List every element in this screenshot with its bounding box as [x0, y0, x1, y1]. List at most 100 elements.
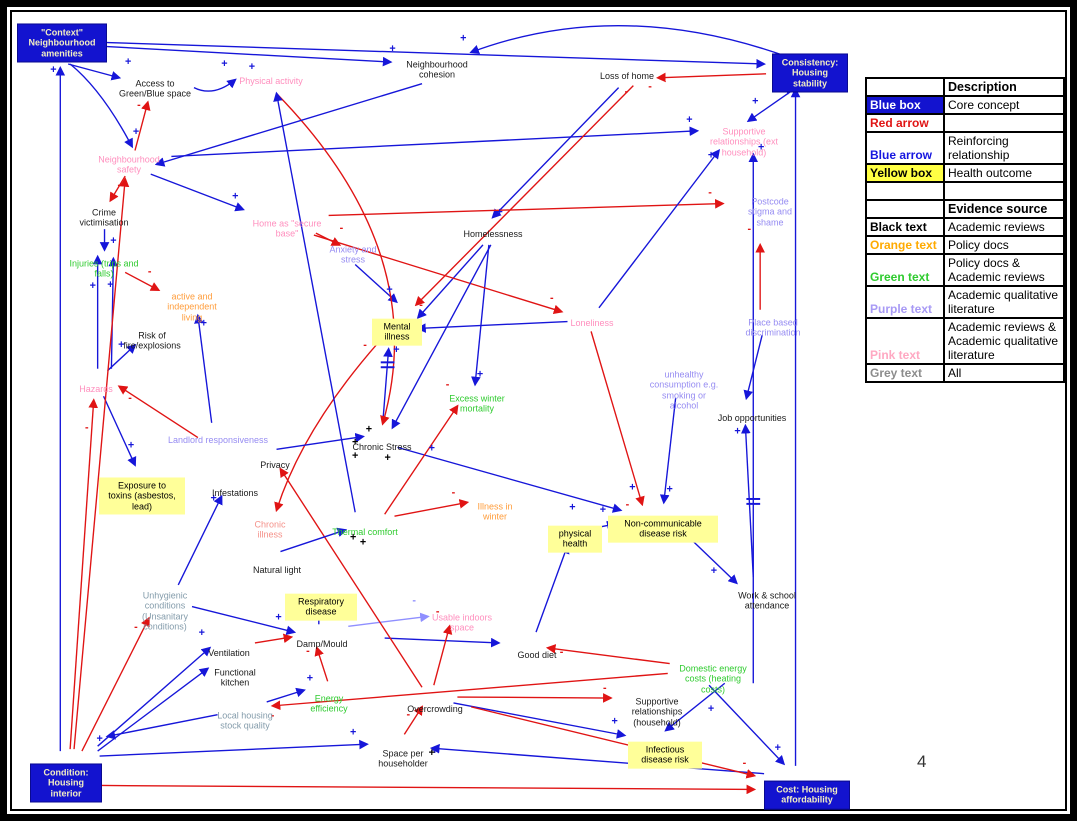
polarity-sign: + [350, 726, 356, 738]
arrow-blue-65 [276, 432, 365, 451]
node-box-context: "Context" Neighbourhood amenities [17, 23, 107, 63]
arrow-red-47 [433, 624, 453, 686]
polarity-sign: + [612, 716, 618, 728]
node-loneliness: Loneliness [570, 317, 614, 328]
polarity-sign: + [90, 280, 96, 292]
legend-row: Evidence source [865, 199, 1065, 219]
polarity-sign: + [629, 482, 635, 494]
node-natural-light: Natural light [252, 564, 302, 575]
legend-key [865, 199, 945, 219]
arrow-blue-71 [103, 41, 767, 69]
node-non-communicable-disease-risk: Non-communicable disease risk [608, 515, 718, 543]
node-loss-of-home: Loss of home [599, 70, 655, 81]
arrow-red-7 [134, 100, 151, 151]
node-unhygienic-conditions: Unhygienic conditions (Unsanitary condit… [141, 590, 188, 632]
legend-description: All [943, 363, 1065, 383]
node-functional-kitchen: Functional kitchen [214, 667, 256, 688]
legend-description: Policy docs [943, 235, 1065, 255]
polarity-sign: + [477, 369, 483, 381]
polarity-sign: - [625, 85, 629, 97]
arrow-red-40 [403, 705, 424, 735]
polarity-sign: + [708, 703, 714, 715]
arrow-blue-58 [741, 423, 754, 578]
arrow-blue-2 [69, 63, 133, 149]
polarity-sign: + [366, 424, 372, 436]
node-unhealthy-consumption: unhealthy consumption e.g. smoking or al… [649, 369, 719, 411]
arrow-blue-30 [194, 313, 213, 423]
arrow-blue-63 [273, 91, 356, 513]
legend-row [865, 181, 1065, 201]
node-illness-in-winter: Illness in winter [477, 501, 513, 522]
polarity-sign: + [275, 611, 281, 623]
node-box-cost: Cost: Housing affordability [764, 780, 850, 810]
arrow-red-33 [254, 633, 294, 644]
arrow-blue-37 [97, 667, 210, 752]
polarity-sign: + [752, 95, 758, 107]
node-infectious-disease-risk: Infectious disease risk [628, 741, 702, 769]
legend-key: Yellow box [865, 163, 945, 183]
polarity-sign: + [600, 504, 606, 516]
polarity-sign: - [148, 265, 152, 277]
arrow-red-27 [69, 398, 99, 750]
polarity-sign: - [137, 99, 141, 111]
arrow-blue-70 [105, 714, 218, 740]
node-injuries-trips-falls: Injuries (trips and falls) [69, 258, 139, 279]
polarity-sign: - [560, 646, 564, 658]
arrow-blue-9 [102, 45, 393, 67]
polarity-sign: + [686, 114, 692, 126]
arrow-blue-60 [688, 537, 738, 585]
legend-key: Green text [865, 253, 945, 287]
node-infestations: Infestations [211, 487, 259, 498]
arrow-blue-21 [416, 320, 568, 333]
arrow-blue-12 [171, 126, 700, 158]
polarity-sign: + [711, 565, 717, 577]
node-landlord-responsiveness: Landlord responsiveness [167, 434, 269, 445]
polarity-sign: - [271, 710, 275, 722]
polarity-sign: - [85, 422, 89, 434]
polarity-sign: + [221, 58, 227, 70]
polarity-sign: + [232, 191, 238, 203]
legend-row: Description [865, 77, 1065, 97]
polarity-sign: - [117, 179, 121, 191]
arrow-blue-57 [743, 335, 763, 401]
arrow-red-51 [590, 331, 645, 507]
polarity-sign: + [307, 672, 313, 684]
polarity-sign: + [497, 206, 503, 218]
node-exposure-to-toxins: Exposure to toxins (asbestos, lead) [99, 477, 185, 515]
node-work-school-attendance: Work & school attendance [738, 590, 796, 611]
arrow-red-64 [313, 234, 564, 315]
legend-key: Blue box [865, 95, 945, 115]
node-risk-fire-explosions: Risk of fire/explosions [123, 330, 181, 351]
legend-key: Grey text [865, 363, 945, 383]
polarity-sign: + [199, 627, 205, 639]
arrow-blue-50 [397, 446, 623, 513]
node-damp-mould: Damp/Mould [296, 638, 348, 649]
legend-key [865, 77, 945, 97]
polarity-sign: - [406, 709, 410, 721]
node-supportive-relationships-household: Supportive relationships (household) [631, 696, 683, 728]
polarity-sign: + [758, 142, 764, 154]
node-job-opportunities: Job opportunities [717, 412, 787, 423]
arrow-red-46 [545, 644, 670, 665]
arrow-blue-25 [107, 343, 137, 372]
polarity-sign: - [436, 605, 440, 617]
signs-group: ++++-++-++-+++--+++-++++++---+-++-++--++… [50, 32, 791, 768]
arrow-blue-8 [469, 24, 786, 57]
arrow-blue-67 [280, 527, 348, 553]
polarity-sign: + [429, 442, 435, 454]
arrow-red-43 [457, 693, 613, 703]
arrow-blue-17 [598, 148, 721, 309]
arrow-blue-49 [659, 398, 677, 505]
arrow-blue-44 [453, 702, 627, 739]
node-overcrowding: Overcrowding [407, 703, 463, 714]
arrow-blue-38 [266, 687, 306, 703]
polarity-sign: + [118, 339, 124, 351]
polarity-sign: + [386, 284, 392, 296]
polarity-sign: + [350, 532, 356, 544]
arrow-blue-45 [384, 637, 501, 648]
node-thermal-comfort: Thermal comfort [332, 526, 398, 537]
polarity-sign: + [352, 436, 358, 448]
